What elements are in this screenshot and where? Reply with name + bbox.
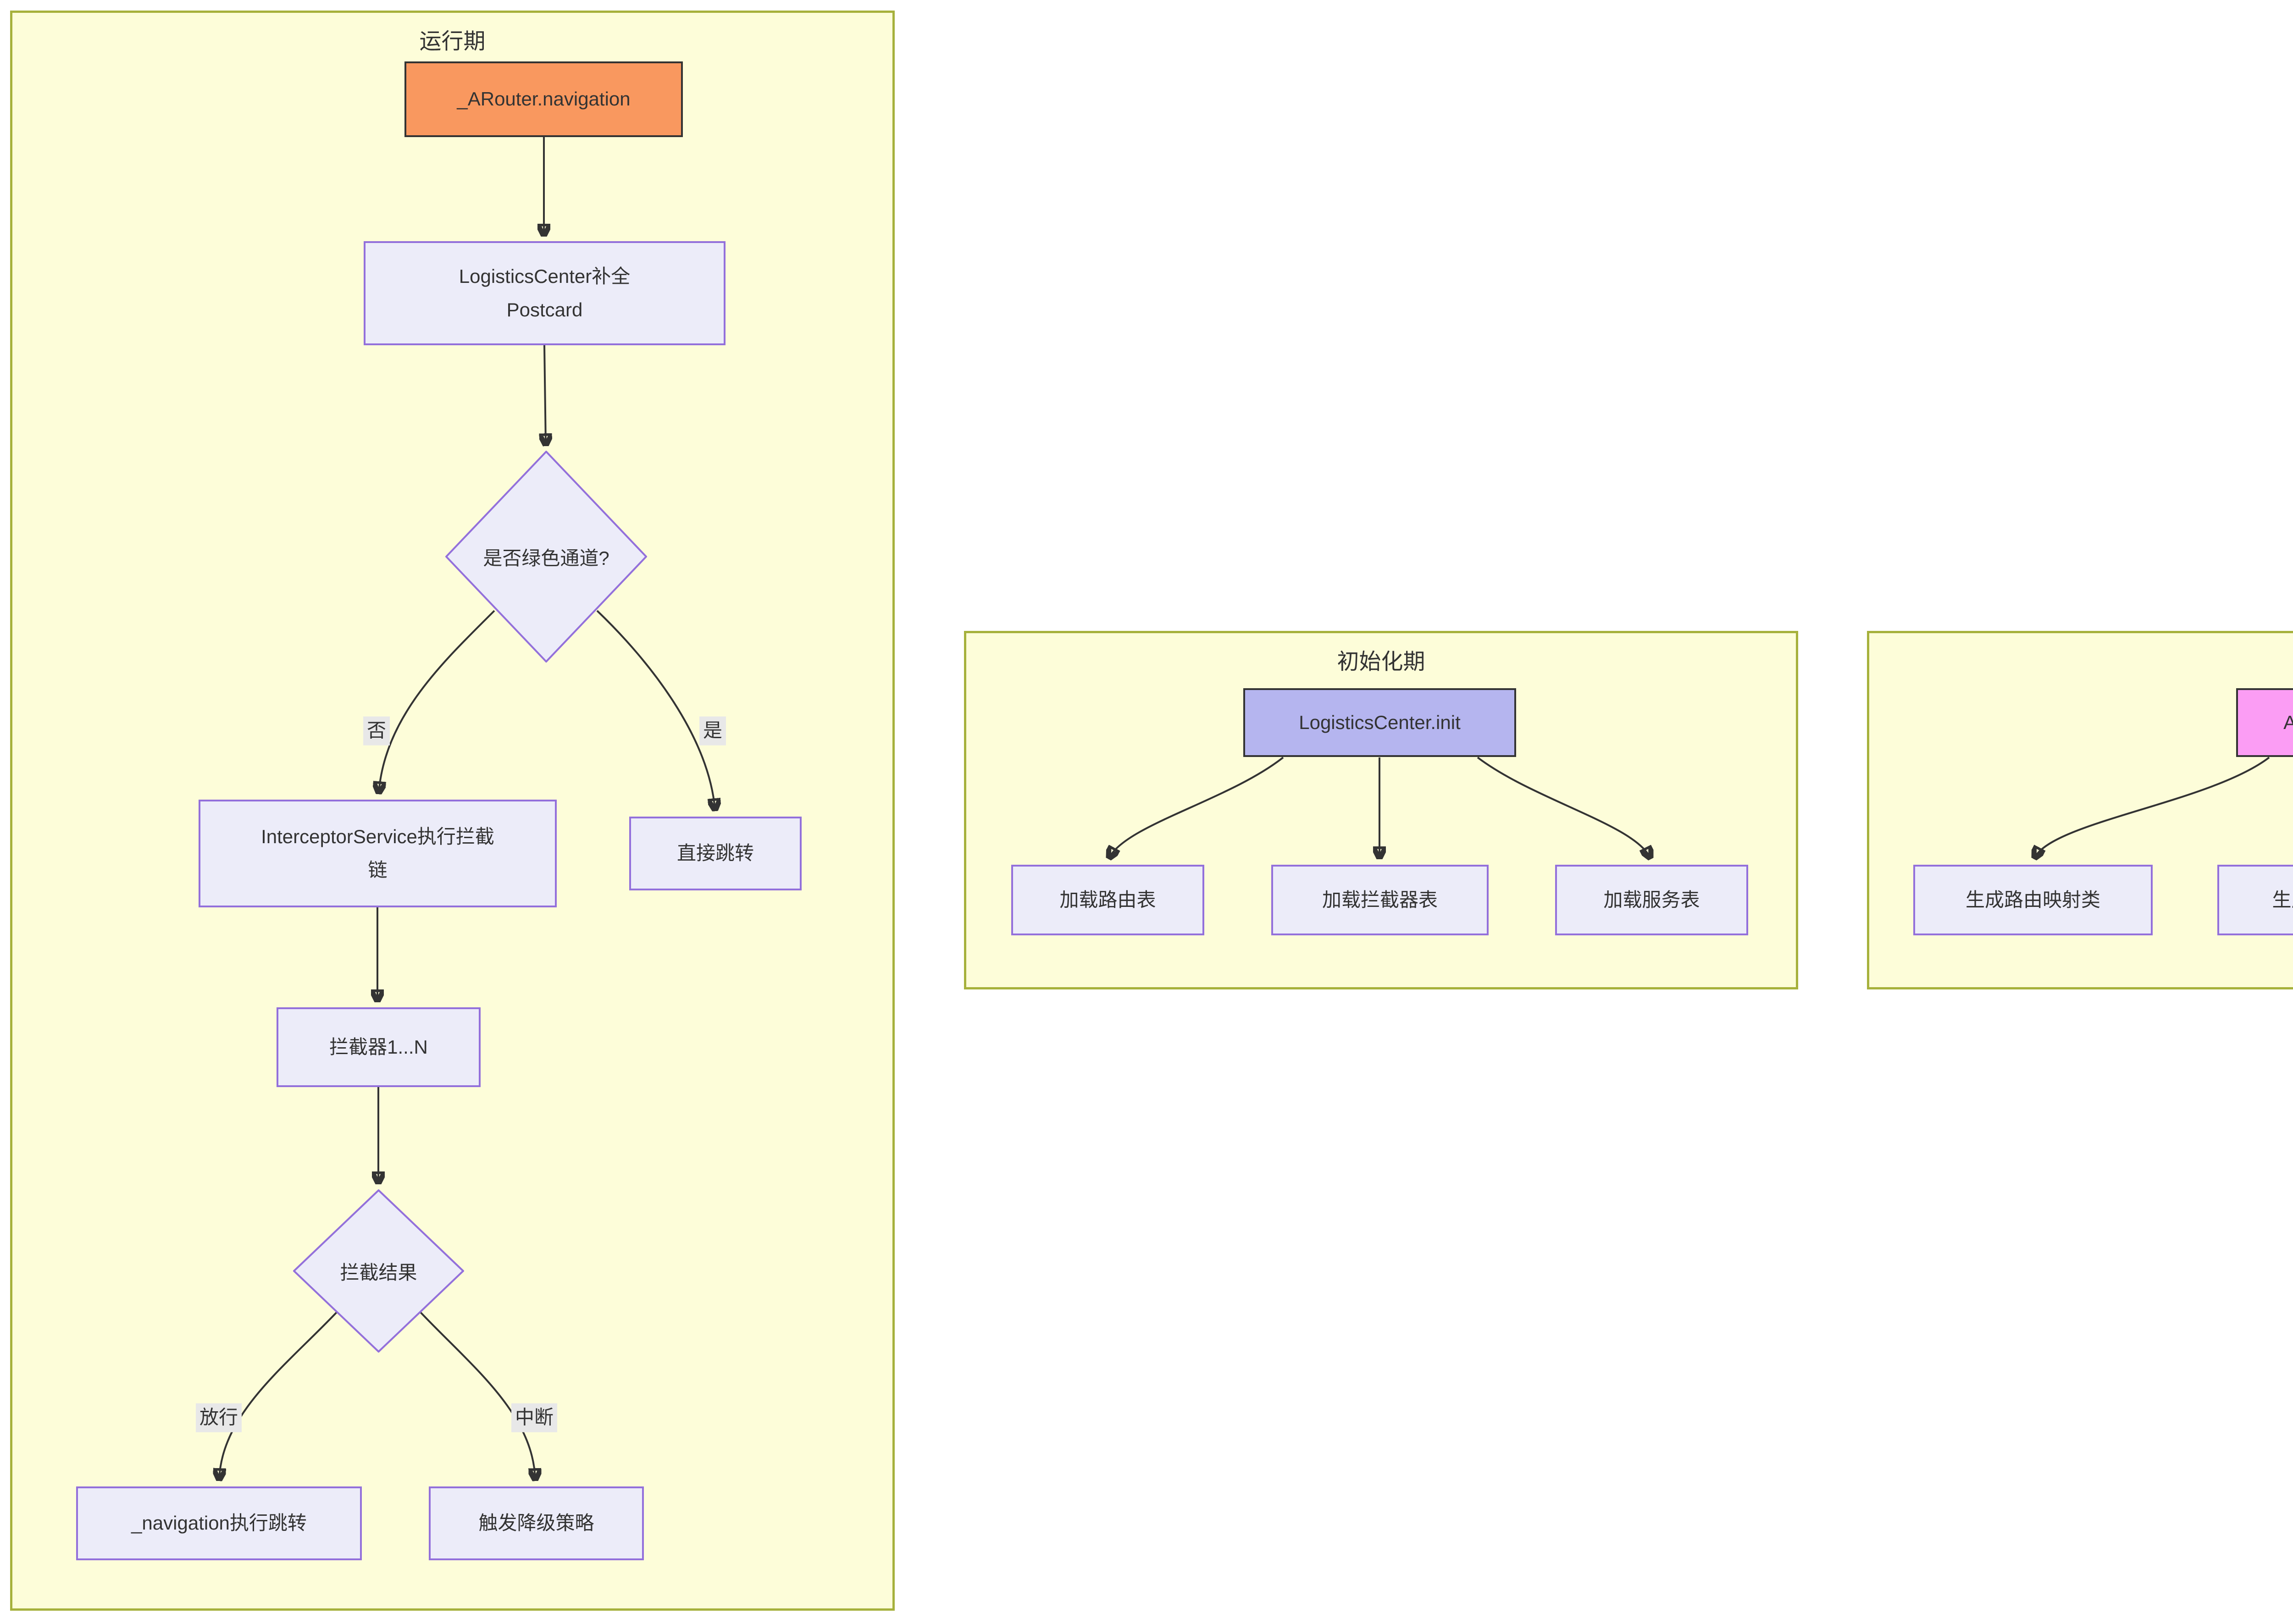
edge-greenchannel-no: [379, 610, 495, 792]
node-direct-jump: 直接跳转: [629, 817, 802, 890]
edge-result-pass: [219, 1309, 339, 1479]
edge-label-no: 否: [363, 716, 390, 746]
node-logisticscenter-postcard: LogisticsCenter补全 Postcard: [364, 241, 726, 345]
edge-label-pass: 放行: [195, 1403, 242, 1432]
node-apt-processor-label: APT注解处理器: [2283, 711, 2293, 733]
node-load-service-table-label: 加载服务表: [1603, 889, 1700, 911]
node-interceptor-chain-label: 拦截器1...N: [329, 1036, 428, 1058]
node-apt-processor: APT注解处理器: [2236, 688, 2293, 757]
edge-init-to-loadservices: [1477, 757, 1650, 857]
node-generate-interceptor-mapping-label: 生成拦截器映射类: [2272, 889, 2293, 911]
edge-result-abort: [418, 1309, 535, 1479]
node-logisticscenter-init-label: LogisticsCenter.init: [1299, 711, 1461, 733]
node-arouter-navigation-label: _ARouter.navigation: [457, 88, 631, 110]
edge-postcard-to-greenchannel: [544, 345, 546, 444]
node-logisticscenter-postcard-line1: LogisticsCenter补全: [459, 265, 631, 287]
node-interceptor-service-line1: InterceptorService执行拦截: [261, 826, 494, 848]
node-interceptor-chain: 拦截器1...N: [277, 1007, 481, 1087]
node-load-service-table: 加载服务表: [1555, 865, 1748, 935]
node-generate-route-mapping-label: 生成路由映射类: [1965, 889, 2100, 911]
node-generate-interceptor-mapping: 生成拦截器映射类: [2217, 865, 2293, 935]
node-direct-jump-label: 直接跳转: [676, 842, 754, 864]
cluster-init-title: 初始化期: [1337, 650, 1425, 674]
node-load-interceptor-table: 加载拦截器表: [1271, 865, 1489, 935]
node-interceptor-service-line2: 链: [368, 859, 388, 881]
node-interceptor-service: InterceptorService执行拦截 链: [199, 800, 557, 907]
node-fallback-strategy-label: 触发降级策略: [478, 1512, 594, 1534]
node-navigation-exec-label: _navigation执行跳转: [131, 1512, 307, 1534]
node-load-interceptor-table-label: 加载拦截器表: [1322, 889, 1438, 911]
node-arouter-navigation: _ARouter.navigation: [404, 61, 683, 137]
node-fallback-strategy: 触发降级策略: [429, 1486, 644, 1560]
cluster-runtime-title: 运行期: [419, 29, 486, 54]
edge-apt-to-genroutes: [2035, 757, 2270, 857]
decision-green-channel-label: 是否绿色通道?: [483, 547, 609, 569]
decision-green-channel-shape: [445, 451, 647, 663]
node-logisticscenter-postcard-line2: Postcard: [506, 298, 583, 320]
edge-label-abort: 中断: [511, 1403, 558, 1432]
node-load-route-table: 加载路由表: [1011, 865, 1204, 935]
decision-intercept-result-shape: [293, 1189, 464, 1353]
edge-greenchannel-yes: [596, 610, 715, 809]
edge-init-to-loadroutes: [1109, 757, 1284, 857]
edge-label-yes: 是: [699, 716, 726, 746]
decision-intercept-result: 拦截结果: [293, 1189, 464, 1353]
node-logisticscenter-init: LogisticsCenter.init: [1243, 688, 1516, 757]
decision-intercept-result-label: 拦截结果: [340, 1261, 417, 1283]
node-generate-route-mapping: 生成路由映射类: [1913, 865, 2153, 935]
node-navigation-exec: _navigation执行跳转: [76, 1486, 362, 1560]
node-load-route-table-label: 加载路由表: [1059, 889, 1156, 911]
decision-green-channel: 是否绿色通道?: [445, 451, 647, 663]
